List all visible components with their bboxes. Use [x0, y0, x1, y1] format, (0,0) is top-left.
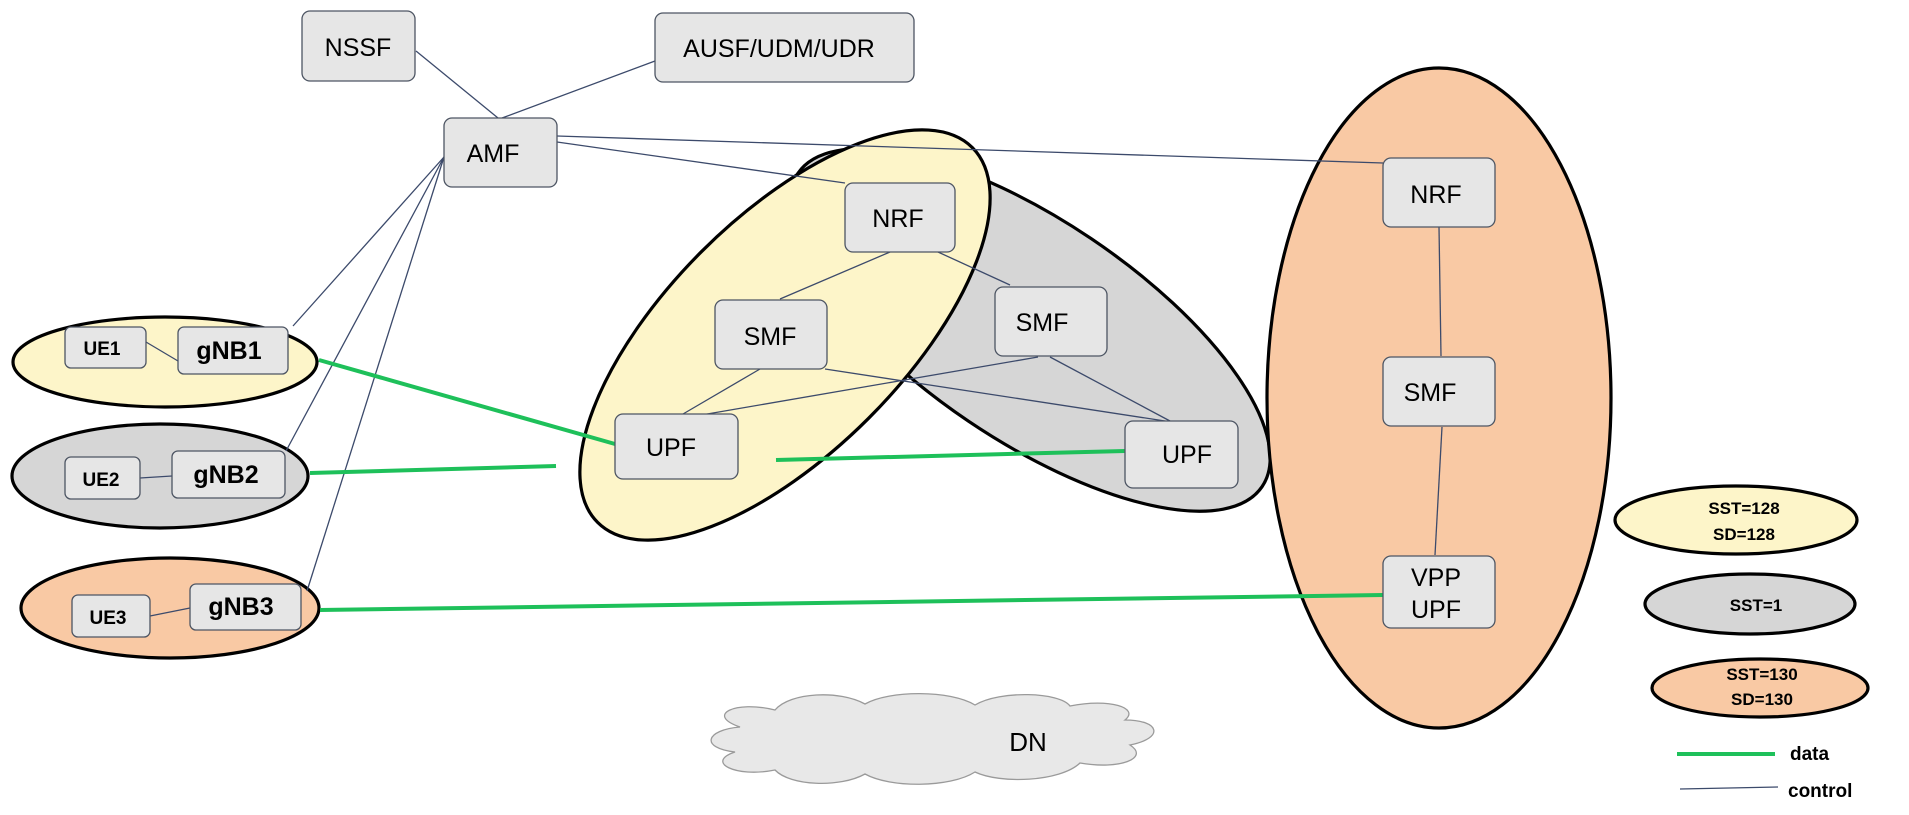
upf-label: UPF: [646, 434, 696, 462]
smf-node-sst128: SMF: [714, 299, 828, 370]
upf-node-sst1: UPF: [1124, 420, 1239, 489]
nssf-node: NSSF: [301, 10, 416, 82]
vpp-upf-label-line2: UPF: [1411, 596, 1461, 624]
control-line: [556, 135, 1384, 164]
vpp-upf-node: VPP UPF: [1382, 555, 1496, 629]
ue2-node: UE2: [64, 456, 141, 500]
ue1-node: UE1: [64, 326, 147, 369]
smf-label: SMF: [744, 323, 797, 351]
legend-sst130-line1: SST=130: [1726, 665, 1797, 684]
gnb3-box: [189, 583, 302, 631]
amf-box: [443, 117, 558, 188]
legend-sst128-line1: SST=128: [1708, 499, 1779, 518]
ue2-label: UE2: [83, 470, 120, 491]
control-line: [1438, 226, 1442, 357]
legend-control-line: [1679, 786, 1779, 790]
gnb2-label: gNB2: [193, 461, 258, 489]
dn-cloud: [710, 693, 1155, 785]
control-line: [145, 341, 179, 362]
ue2-slice-ellipse: [10, 422, 310, 530]
nssf-label: NSSF: [325, 34, 392, 62]
smf-node-sst1: SMF: [994, 286, 1108, 357]
smf-box: [994, 286, 1108, 357]
ue3-box: [71, 594, 151, 638]
legend-control-label: control: [1788, 781, 1852, 802]
control-line: [682, 368, 761, 415]
gnb1-label: gNB1: [196, 337, 261, 365]
ausf-udm-udr-box: [654, 12, 915, 83]
control-line: [824, 368, 1166, 422]
upf-box: [1124, 420, 1239, 489]
nssf-box: [301, 10, 416, 82]
control-line: [683, 356, 1039, 419]
legend: SST=128 SD=128 SST=1 SST=130 SD=130 data…: [1613, 484, 1870, 802]
control-line: [779, 251, 891, 300]
upf-label: UPF: [1162, 441, 1212, 469]
nrf-label: NRF: [1410, 181, 1461, 209]
nrf-box: [844, 182, 956, 253]
ue2-box: [64, 456, 141, 500]
smf-box: [1382, 356, 1496, 427]
control-line: [285, 156, 445, 452]
upf-box: [614, 413, 739, 480]
ue1-label: UE1: [84, 339, 121, 360]
nrf-label: NRF: [872, 205, 923, 233]
data-line: [319, 593, 1384, 612]
control-line: [556, 141, 846, 184]
legend-sst128-swatch: [1613, 484, 1859, 556]
data-line: [775, 449, 1126, 462]
data-line: [309, 464, 557, 475]
control-line: [501, 60, 656, 119]
smf-node-sst130: SMF: [1382, 356, 1496, 427]
control-line: [1434, 426, 1443, 556]
vpp-upf-label-line1: VPP: [1411, 564, 1461, 592]
smf-label: SMF: [1404, 379, 1457, 407]
nrf-node-sst130: NRF: [1382, 157, 1496, 228]
control-line: [139, 475, 173, 479]
control-line: [149, 607, 191, 617]
control-line: [937, 251, 1011, 286]
gnb1-box: [177, 326, 289, 375]
dn-label: DN: [1009, 727, 1047, 757]
legend-data-label: data: [1790, 744, 1830, 765]
gnb3-node: gNB3: [189, 583, 302, 631]
legend-sst130-swatch: [1650, 657, 1870, 719]
legend-sst130-line2: SD=130: [1731, 690, 1793, 709]
ue3-node: UE3: [71, 594, 151, 638]
legend-sst128-line2: SD=128: [1713, 525, 1775, 544]
vpp-upf-box: [1382, 555, 1496, 629]
data-lines: [309, 358, 1384, 612]
gnb3-label: gNB3: [208, 593, 273, 621]
gnb1-node: gNB1: [177, 326, 289, 375]
amf-label: AMF: [467, 140, 520, 168]
ue1-box: [64, 326, 147, 369]
control-line: [292, 156, 445, 327]
amf-node: AMF: [443, 117, 558, 188]
ausf-udm-udr-node: AUSF/UDM/UDR: [654, 12, 915, 83]
smf-label: SMF: [1016, 309, 1069, 337]
ausf-udm-udr-label: AUSF/UDM/UDR: [683, 35, 875, 63]
data-line: [318, 358, 616, 446]
legend-sst1-swatch: [1643, 572, 1857, 636]
upf-node-sst128: UPF: [614, 413, 739, 480]
control-line: [1049, 356, 1171, 422]
gnb2-node: gNB2: [171, 450, 286, 499]
nrf-node-shared: NRF: [844, 182, 956, 253]
gnb2-box: [171, 450, 286, 499]
legend-sst1-label: SST=1: [1730, 596, 1782, 615]
smf-box: [714, 299, 828, 370]
nrf-box: [1382, 157, 1496, 228]
control-line: [415, 50, 499, 119]
ue3-label: UE3: [90, 608, 127, 629]
